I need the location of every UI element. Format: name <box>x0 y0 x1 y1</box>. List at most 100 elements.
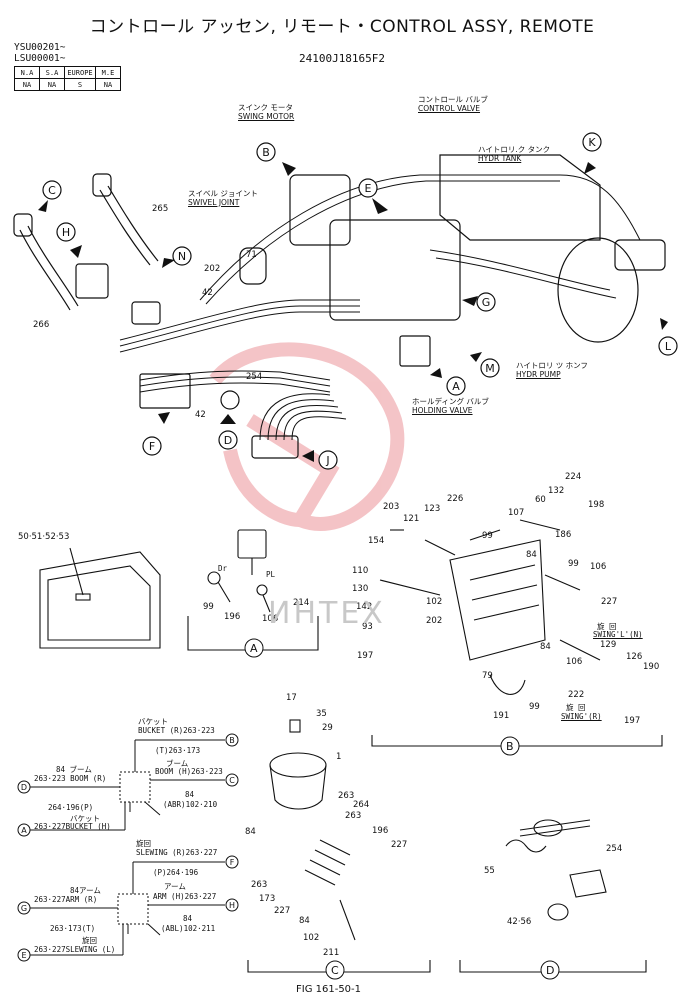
callout-n: N <box>172 246 192 266</box>
callout-f: F <box>142 436 162 456</box>
hydr-tank-shape <box>439 154 601 241</box>
callout-m: M <box>480 358 500 378</box>
part-number: 263 <box>345 811 362 821</box>
swivel-joint-shape <box>239 247 267 285</box>
part-number: 196 <box>372 826 389 836</box>
part-number: 196 <box>224 612 241 622</box>
part-number: 99 <box>203 602 214 612</box>
part-number: 35 <box>316 709 327 719</box>
part-number: 71 <box>246 250 257 260</box>
part-number: 55 <box>484 866 495 876</box>
callout-g: G <box>476 292 496 312</box>
part-number: 173 <box>259 894 276 904</box>
part-number: 222 <box>568 690 585 700</box>
view-label-d: D <box>546 964 555 977</box>
svg-text:E: E <box>365 182 372 195</box>
bucket-h-jp: バケット <box>70 814 100 823</box>
part-number: 197 <box>624 716 641 726</box>
arm-r-label: 263·227ARM (R) <box>34 895 98 904</box>
mark-pl: PL <box>266 570 276 579</box>
abr-84: 84 <box>185 790 195 799</box>
part-number: 106 <box>566 657 583 667</box>
swing-motor-shape <box>289 174 351 246</box>
part-number: 226 <box>447 494 464 504</box>
abr-label: (ABR)102·210 <box>163 800 218 809</box>
svg-text:C: C <box>48 184 56 197</box>
cab-outline <box>39 551 161 649</box>
part-number: 79 <box>482 671 493 681</box>
part-number: 126 <box>626 652 643 662</box>
part-number: 42·56 <box>507 917 532 927</box>
part-number: 29 <box>322 723 333 733</box>
callout-d: D <box>218 430 238 450</box>
grommet-254 <box>569 869 607 898</box>
slewing-l-label: 263·227SLEWING (L) <box>34 945 116 954</box>
part-number: 102 <box>303 933 320 943</box>
part-number: 224 <box>565 472 582 482</box>
part-number: 227 <box>601 597 618 607</box>
svg-text:G: G <box>21 904 27 913</box>
part-number: 42 <box>195 410 206 420</box>
bucket-h-label: 263·227BUCKET (H) <box>34 822 111 831</box>
part-number: 84 <box>540 642 551 652</box>
svg-text:G: G <box>482 296 491 309</box>
boom-r-label: 263·223 BOOM (R) <box>34 774 107 783</box>
part-number: 130 <box>352 584 369 594</box>
svg-text:M: M <box>485 362 495 375</box>
svg-text:A: A <box>452 380 460 393</box>
arm-h-jp: アーム <box>164 882 186 891</box>
svg-text:K: K <box>588 136 596 149</box>
part-number: 263 <box>251 880 268 890</box>
serial-range-2: LSU00001~ <box>14 53 66 64</box>
part-number: 106 <box>590 562 607 572</box>
svg-text:F: F <box>149 440 155 453</box>
swing-r-label: SWING'(R) <box>561 712 602 721</box>
page-title: コントロール アッセン, リモート・CONTROL ASSY, REMOTE <box>89 17 595 37</box>
part-number: 60 <box>535 495 546 505</box>
svg-text:J: J <box>325 454 329 467</box>
serial-range-1: YSU00201~ <box>14 42 66 53</box>
svg-text:B: B <box>229 736 235 745</box>
control-valve-shape <box>329 219 461 321</box>
part-number: 202 <box>426 616 443 626</box>
part-number: 186 <box>555 530 572 540</box>
svg-text:B: B <box>262 146 270 159</box>
part-number: 84 <box>526 550 537 560</box>
boom-r-84: 84 ブーム <box>56 765 92 774</box>
part-number: 203 <box>383 502 400 512</box>
figure-number: FIG 161-50-1 <box>296 984 362 995</box>
abl-84: 84 <box>183 914 193 923</box>
svg-text:N: N <box>178 250 186 263</box>
part-number: 42 <box>202 288 213 298</box>
boom-h-jp: ブーム <box>166 759 189 768</box>
pilot-block-2 <box>117 893 149 925</box>
part-number: 121 <box>403 514 420 524</box>
view-label-b: B <box>506 740 514 753</box>
svg-text:A: A <box>21 826 27 835</box>
svg-text:D: D <box>21 783 27 792</box>
t-label-2: 263·173(T) <box>50 924 96 933</box>
part-number: 99 <box>482 531 493 541</box>
part-number: 93 <box>362 622 373 632</box>
valve-body-shape <box>449 539 546 661</box>
part-number: 197 <box>357 651 374 661</box>
region-value: NA <box>95 78 121 91</box>
callout-h: H <box>56 222 76 242</box>
swing-l-jp: 旋 回 <box>597 622 617 631</box>
part-number: 227 <box>391 840 408 850</box>
watermark-logo <box>209 342 405 531</box>
slewing-r-label: SLEWING (R)263·227 <box>136 848 218 857</box>
part-number: 99 <box>568 559 579 569</box>
tube-pair <box>519 819 591 837</box>
part-number: 254 <box>246 372 263 382</box>
document-number: 24100J18165F2 <box>298 52 386 65</box>
part-number: 214 <box>293 598 310 608</box>
part-number: 227 <box>274 906 291 916</box>
